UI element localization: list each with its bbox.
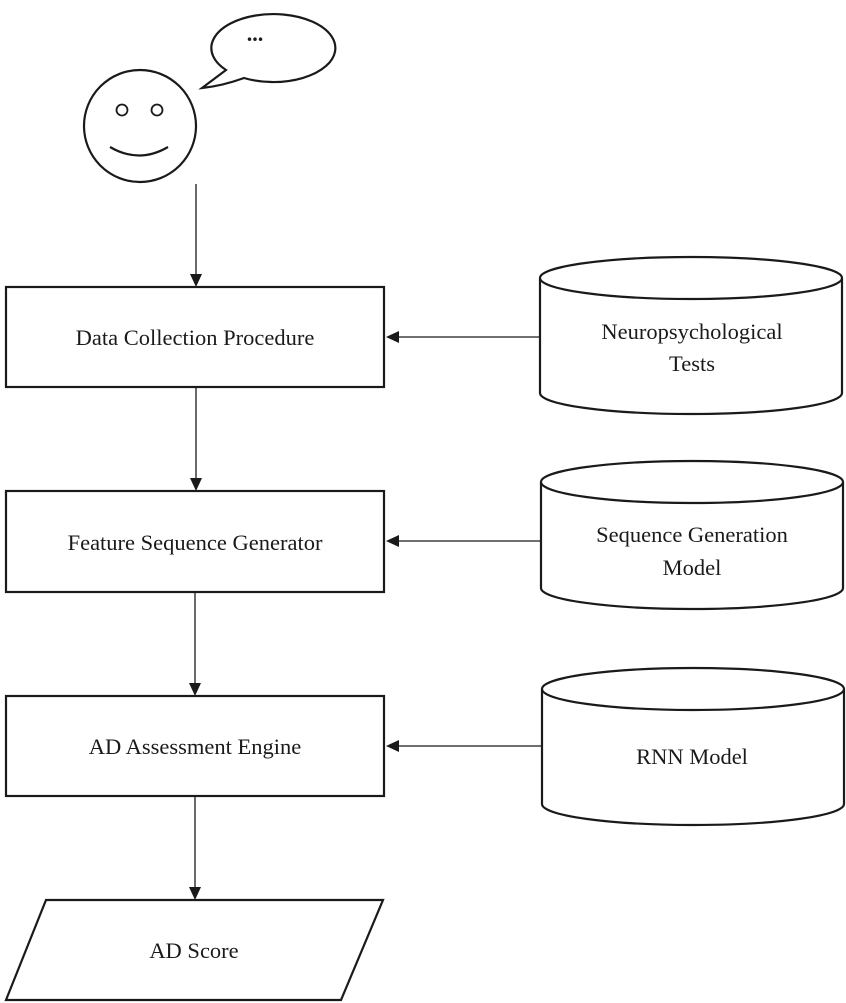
smile-mouth [109, 146, 169, 157]
arrowhead-collection-to-feature [190, 478, 202, 491]
arrowhead-user-to-collection [190, 274, 202, 287]
ad-score-output: AD Score [4, 898, 385, 1002]
ad-assessment-label: AD Assessment Engine [89, 734, 302, 759]
arrowhead-assessment-to-score [189, 887, 201, 900]
seqgen-label-line1: Sequence Generation [596, 522, 788, 547]
neuropsych-tests-db: Neuropsychological Tests [538, 255, 844, 416]
rnn-cylinder-top [540, 666, 846, 712]
seqgen-cylinder-body [539, 482, 845, 611]
feature-sequence-box: Feature Sequence Generator [4, 489, 386, 594]
data-collection-label: Data Collection Procedure [76, 325, 315, 350]
rnn-label: RNN Model [636, 744, 748, 769]
feature-sequence-rect [4, 489, 386, 594]
ad-assessment-rect [4, 694, 386, 798]
neuropsych-cylinder-top [538, 255, 844, 301]
arrowhead-rnn-to-assessment [386, 740, 399, 752]
data-collection-box: Data Collection Procedure [4, 285, 386, 389]
right-eye [150, 103, 164, 117]
arrowhead-feature-to-assessment [189, 683, 201, 696]
speech-bubble-shape [198, 12, 337, 90]
neuropsych-label-line2: Tests [669, 351, 715, 376]
face-outline [82, 68, 198, 184]
ad-score-label: AD Score [149, 938, 238, 963]
speech-bubble: ... [198, 12, 337, 90]
arrowhead-seqgen-to-feature [386, 535, 399, 547]
ad-assessment-box: AD Assessment Engine [4, 694, 386, 798]
feature-sequence-label: Feature Sequence Generator [68, 530, 323, 555]
neuropsych-cylinder-body [538, 278, 844, 416]
data-collection-rect [4, 285, 386, 389]
rnn-cylinder-body [540, 689, 846, 827]
neuropsych-label-line1: Neuropsychological [601, 319, 782, 344]
sequence-generation-db: Sequence Generation Model [539, 459, 845, 611]
speech-bubble-text: ... [247, 21, 264, 46]
ad-score-parallelogram [4, 898, 385, 1002]
seqgen-label-line2: Model [663, 555, 722, 580]
seqgen-cylinder-top [539, 459, 845, 505]
rnn-model-db: RNN Model [540, 666, 846, 827]
left-eye [115, 103, 129, 117]
arrowhead-neuropsych-to-collection [386, 331, 399, 343]
smiley-face-icon [82, 68, 198, 184]
